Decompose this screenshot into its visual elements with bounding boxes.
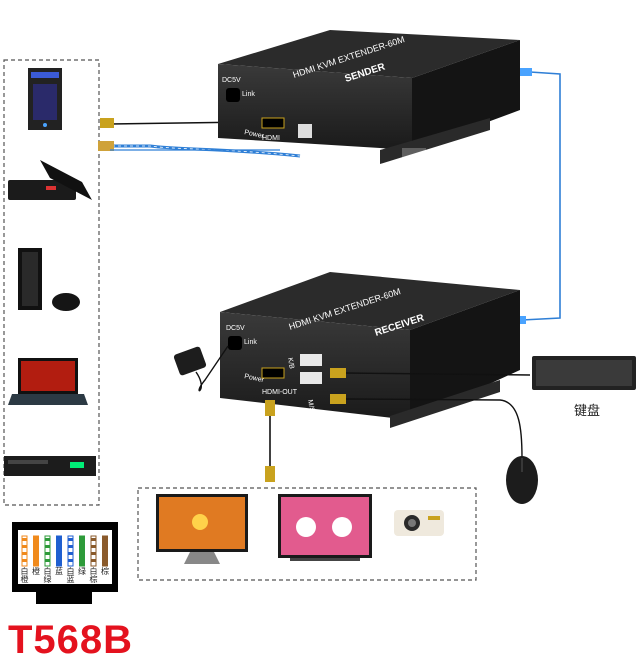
rj45-wire-label: 绿 [78,567,86,576]
peripheral-cables [330,368,531,459]
set-top-box-icon [8,160,92,200]
rj45-wire-stripe [22,552,27,555]
display-panel [137,487,477,581]
rj45-wire-stripe [45,552,50,555]
receiver-port-hdmi-out: HDMI-OUT [262,389,298,396]
keyboard-icon [532,356,636,390]
rj45-pins [21,535,108,567]
rj45-wire-stripe [22,545,27,548]
rj45-wire-pin [79,535,85,567]
rj45-wire-stripe [68,552,73,555]
receiver-port-power: Power [244,373,266,384]
pc-tower-icon [28,68,62,130]
rj45-wire-stripe [68,538,73,541]
sender-unit: HDMI KVM EXTENDER-60M SENDER DC5V Link P… [218,30,520,187]
monitor-icon [156,494,248,564]
rj45-wire-pin [67,535,74,567]
rj45-wire-pin [56,535,62,567]
rj45-wire-stripe [91,552,96,555]
rj45-wire-pin [90,535,97,567]
sender-port-dc: DC5V [222,77,241,84]
rj45-wire-pin [33,535,39,567]
sender-port-power: Power [244,129,266,140]
sender-port-usb: PC-USB [290,159,302,187]
receiver-port-dc: DC5V [226,325,245,332]
rj45-wire-pin [44,535,51,567]
pc-cables [98,118,301,158]
rj45-wire-stripe [91,538,96,541]
t568b-label: T568B [8,618,134,662]
source-devices-panel [3,59,100,506]
sender-port-link: Link [242,91,255,98]
hdmi-cable [265,400,275,482]
tv-icon [278,494,372,561]
rj45-wire-stripe [68,559,73,562]
receiver-unit: HDMI KVM EXTENDER-60M RECEIVER DC5V Link… [220,272,520,428]
rj45-wire-stripe [91,559,96,562]
rj45-wire-label: 白蓝 [66,567,75,584]
rj45-wire-label: 白棕 [89,567,98,584]
rj45-wire-label: 蓝 [55,567,63,576]
rj45-wire-stripe [68,545,73,548]
dvd-player-icon [4,456,96,476]
rj45-wire-stripe [45,559,50,562]
rj45-wire-label: 白绿 [43,567,52,584]
rj45-wire-stripe [45,538,50,541]
rj45-wire-pin [21,535,28,567]
mouse-icon [506,456,538,504]
rj45-wire-stripe [22,538,27,541]
keyboard-label: 键盘 [574,404,601,419]
game-console-icon [18,248,80,311]
rj45-wire-label: 白橙 [20,567,29,584]
receiver-port-link: Link [244,339,257,346]
rj45-wire-stripe [91,545,96,548]
rj45-wire-stripe [22,559,27,562]
network-cable [514,68,561,324]
rj45-wire-label: 橙 [32,567,40,576]
power-adapter-icon [173,345,229,392]
sender-port-hdmi: HDMI [262,135,280,142]
rj45-wire-stripe [45,545,50,548]
rj45-wire-label: 棕 [101,567,109,576]
receiver-port-ms: M/S [306,399,315,413]
laptop-icon [8,358,88,405]
rj45-wire-pin [102,535,108,567]
projector-icon [394,510,444,536]
receiver-port-kb: K/B [286,357,295,370]
